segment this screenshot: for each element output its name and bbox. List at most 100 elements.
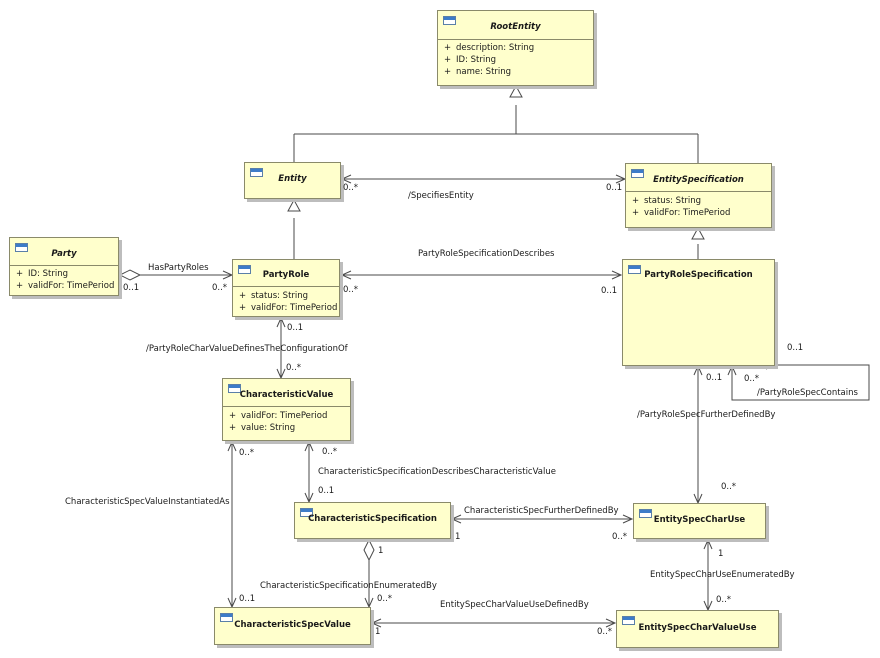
multiplicity: 0..* — [239, 448, 255, 458]
association-label: EntitySpecCharUseEnumeratedBy — [650, 570, 795, 580]
attribute: +status: String — [239, 291, 309, 301]
multiplicity: 0..* — [377, 594, 393, 604]
attribute-list: +description: String +ID: String +name: … — [444, 42, 589, 78]
class-icon — [639, 509, 652, 518]
class-party-role-specification[interactable]: PartyRoleSpecification — [622, 259, 775, 366]
attribute: +validFor: TimePeriod — [632, 208, 731, 218]
compartment-divider — [10, 265, 118, 266]
class-characteristic-spec-value[interactable]: CharacteristicSpecValue — [214, 607, 371, 645]
attribute: +validFor: TimePeriod — [16, 281, 115, 291]
class-name: EntitySpecCharValueUse — [638, 623, 757, 633]
compartment-divider — [626, 191, 771, 192]
attribute: +description: String — [444, 43, 535, 53]
class-party-role[interactable]: PartyRole +status: String +validFor: Tim… — [232, 259, 340, 317]
generalization-entity-arrowhead — [287, 198, 301, 212]
class-icon — [220, 613, 233, 622]
class-name: CharacteristicSpecification — [308, 514, 437, 524]
multiplicity: 0..* — [343, 183, 359, 193]
class-name: EntitySpecification — [653, 175, 744, 185]
arrowhead-prcv-up — [276, 316, 286, 328]
multiplicity: 0..* — [716, 595, 732, 605]
class-party[interactable]: Party +ID: String +validFor: TimePeriod — [9, 237, 119, 296]
association-label: /PartyRoleSpecFurtherDefinedBy — [637, 410, 776, 420]
class-name: CharacteristicValue — [239, 390, 334, 400]
multiplicity: 1 — [455, 532, 461, 542]
attribute: +name: String — [444, 67, 512, 77]
attribute-list: +status: String +validFor: TimePeriod — [632, 195, 767, 219]
multiplicity: 0..* — [597, 627, 613, 637]
attribute-list: +ID: String +validFor: TimePeriod — [16, 268, 114, 292]
multiplicity: 0..1 — [318, 486, 335, 496]
attribute: +validFor: TimePeriod — [229, 411, 328, 421]
class-icon — [631, 169, 644, 178]
compartment-divider — [438, 39, 593, 40]
class-icon — [238, 265, 251, 274]
class-name: CharacteristicSpecValue — [234, 620, 351, 630]
arrowhead-csvia-up — [227, 440, 237, 452]
association-label: CharacteristicSpecValueInstantiatedAs — [65, 497, 230, 507]
class-entity-specification[interactable]: EntitySpecification +status: String +val… — [625, 163, 772, 228]
association-label: EntitySpecCharValueUseDefinedBy — [440, 600, 589, 610]
arrowhead-prsd-left — [340, 270, 352, 280]
compartment-divider — [223, 406, 350, 407]
class-root-entity[interactable]: RootEntity +description: String +ID: Str… — [437, 10, 594, 86]
attribute-list: +status: String +validFor: TimePeriod — [239, 290, 338, 314]
class-entity-spec-char-use[interactable]: EntitySpecCharUse — [633, 503, 766, 539]
multiplicity: 0..* — [212, 283, 228, 293]
class-icon — [622, 616, 635, 625]
attribute: +status: String — [632, 196, 702, 206]
multiplicity: 1 — [718, 549, 724, 559]
association-label: /PartyRoleSpecContains — [757, 388, 858, 398]
multiplicity: 0..1 — [606, 183, 623, 193]
compartment-divider — [233, 286, 339, 287]
association-label: CharacteristicSpecificationEnumeratedBy — [260, 581, 437, 591]
arrowhead-prsd-right — [611, 270, 623, 280]
class-name: EntitySpecCharUse — [653, 515, 746, 525]
arrowhead-csfdb-left — [450, 514, 462, 524]
class-icon — [228, 384, 241, 393]
multiplicity: 0..1 — [287, 323, 304, 333]
arrowhead-escvudb-right — [605, 618, 617, 628]
association-party-role-spec-contains — [731, 364, 870, 401]
multiplicity: 0..* — [721, 482, 737, 492]
multiplicity: 0..* — [286, 363, 302, 373]
multiplicity: 1 — [378, 546, 384, 556]
association-label: /PartyRoleCharValueDefinesTheConfigurati… — [146, 344, 348, 354]
association-label: /SpecifiesEntity — [408, 191, 474, 201]
attribute: +value: String — [229, 423, 296, 433]
multiplicity: 0..1 — [601, 286, 618, 296]
class-icon — [300, 508, 313, 517]
multiplicity: 0..1 — [123, 283, 140, 293]
generalization-arrowhead — [509, 84, 523, 98]
class-name: RootEntity — [490, 22, 541, 32]
class-characteristic-specification[interactable]: CharacteristicSpecification — [294, 502, 451, 539]
attribute: +ID: String — [16, 269, 68, 279]
arrowhead-csdcv-up — [304, 440, 314, 452]
class-characteristic-value[interactable]: CharacteristicValue +validFor: TimePerio… — [222, 378, 351, 441]
association-label: CharacteristicSpecFurtherDefinedBy — [464, 506, 619, 516]
arrowhead-prsfdb-up — [693, 364, 703, 376]
arrowhead-escvudb-left — [370, 618, 382, 628]
class-icon — [250, 168, 263, 177]
class-name: Party — [51, 249, 77, 259]
attribute: +ID: String — [444, 55, 496, 65]
class-entity[interactable]: Entity — [244, 162, 341, 199]
multiplicity: 0..1 — [787, 343, 804, 353]
attribute-list: +validFor: TimePeriod +value: String — [229, 410, 346, 434]
association-label: HasPartyRoles — [148, 263, 209, 273]
multiplicity: 0..* — [322, 447, 338, 457]
multiplicity: 0..* — [744, 374, 760, 384]
arrowhead-csfdb-right — [622, 514, 634, 524]
class-entity-spec-char-value-use[interactable]: EntitySpecCharValueUse — [616, 610, 779, 648]
class-name: PartyRoleSpecification — [644, 270, 753, 280]
arrowhead-escuenum-up — [703, 538, 713, 550]
association-label: PartyRoleSpecificationDescribes — [418, 249, 555, 259]
class-name: Entity — [278, 174, 307, 184]
multiplicity: 0..1 — [706, 373, 723, 383]
aggregation-diamond-party — [118, 269, 142, 281]
attribute: +validFor: TimePeriod — [239, 303, 338, 313]
aggregation-diamond-char-spec — [363, 538, 375, 562]
class-icon — [15, 243, 28, 252]
class-icon — [628, 265, 641, 274]
